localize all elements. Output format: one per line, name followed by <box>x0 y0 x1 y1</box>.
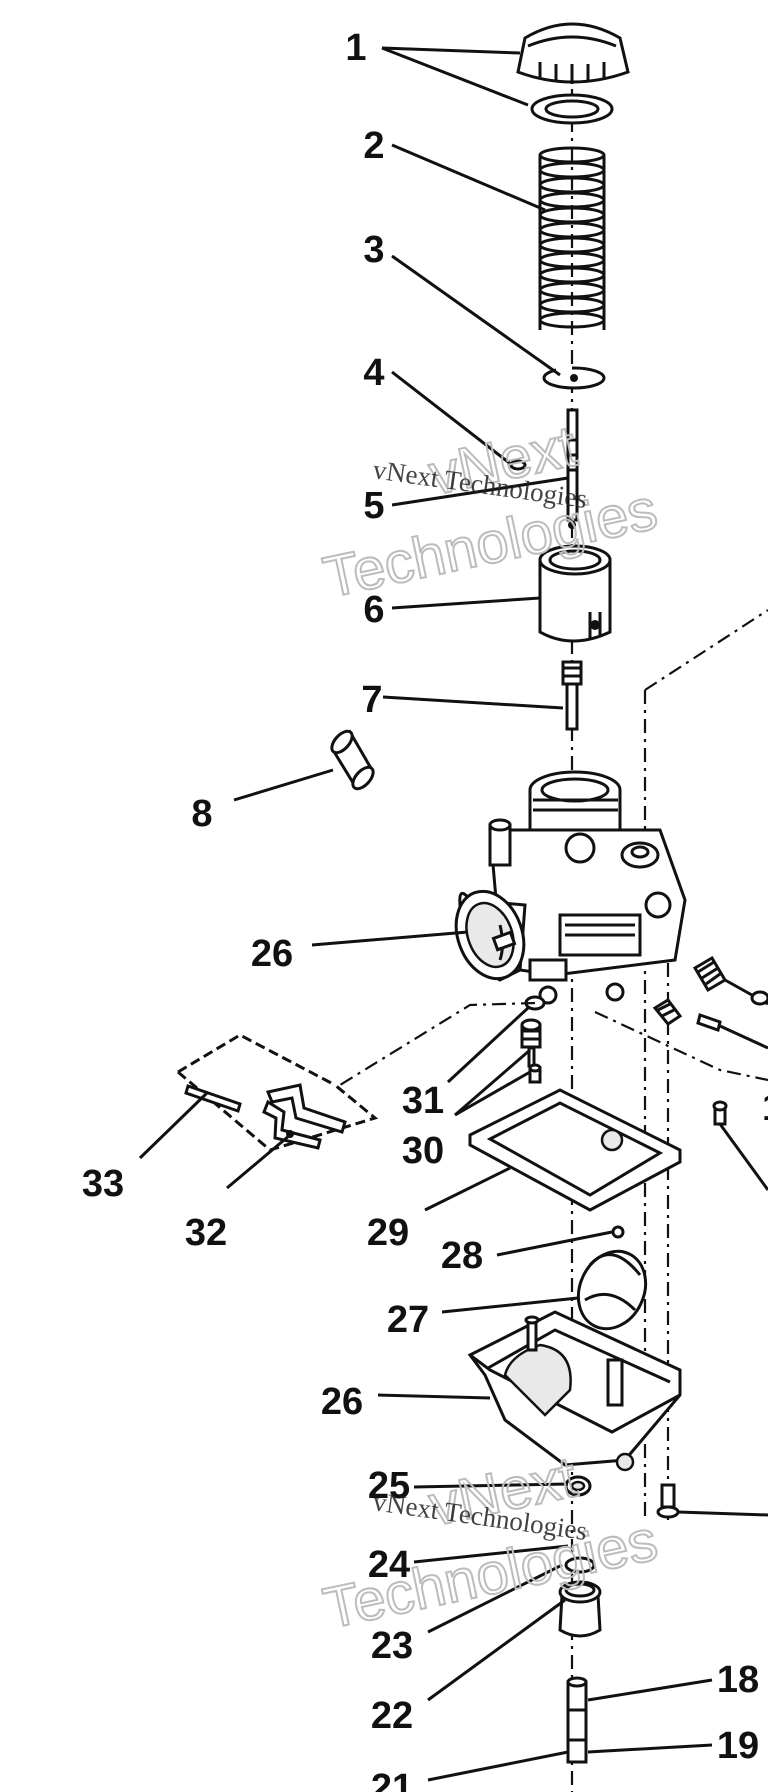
callout-label: 22 <box>371 1695 413 1737</box>
spring-part <box>538 146 606 330</box>
needle-jet-part <box>561 660 583 731</box>
float-bowl-gasket-part <box>468 1088 682 1212</box>
callout-label: 18 <box>717 1659 759 1701</box>
callout-label: 28 <box>441 1235 483 1277</box>
drain-screw-part <box>656 1483 768 1519</box>
main-jet-part <box>520 995 546 1084</box>
pilot-jet-part <box>566 1676 588 1764</box>
carburetor-body <box>454 770 687 1005</box>
callout-label: 1 <box>345 27 366 69</box>
callout-label: 27 <box>387 1299 429 1341</box>
callout-label: 21 <box>371 1767 413 1792</box>
fitting-leader <box>594 1011 768 1082</box>
float-part <box>576 1249 648 1331</box>
callout-label: 5 <box>363 485 384 527</box>
float-bowl-part <box>467 1310 682 1472</box>
callout-label: 19 <box>717 1725 759 1767</box>
callout-label: 26 <box>321 1381 363 1423</box>
bowl-washer-part <box>564 1475 592 1497</box>
callout-label: 8 <box>191 793 212 835</box>
callout-label: 4 <box>363 352 384 394</box>
callout-label: 26 <box>251 933 293 975</box>
throttle-slide-part <box>538 544 612 643</box>
float-pin-part <box>611 1225 625 1239</box>
callout-label: 6 <box>363 589 384 631</box>
air-screw-part <box>652 998 768 1050</box>
callout-label: 23 <box>371 1625 413 1667</box>
callout-label: 3 <box>363 229 384 271</box>
callout-label: 30 <box>402 1130 444 1172</box>
callout-label: 1 <box>762 1087 768 1129</box>
callout-label: 7 <box>361 679 382 721</box>
callout-label: 32 <box>185 1212 227 1254</box>
drain-plug-part <box>558 1556 602 1638</box>
callout-label: 31 <box>402 1080 444 1122</box>
callout-label: 2 <box>363 125 384 167</box>
vent-line-upper <box>644 609 768 691</box>
vent-tube-part <box>177 1033 379 1152</box>
cap-part <box>516 22 630 125</box>
callout-label: 24 <box>368 1544 410 1586</box>
callout-leaders <box>138 46 713 1782</box>
callout-label: 29 <box>367 1212 409 1254</box>
right-fitting-part <box>712 1100 768 1191</box>
callout-label: 33 <box>82 1163 124 1205</box>
jet-leader <box>339 1001 536 1086</box>
idle-screw-part <box>692 955 768 1006</box>
callout-label: 25 <box>368 1465 410 1507</box>
pilot-cap-part <box>330 729 375 791</box>
